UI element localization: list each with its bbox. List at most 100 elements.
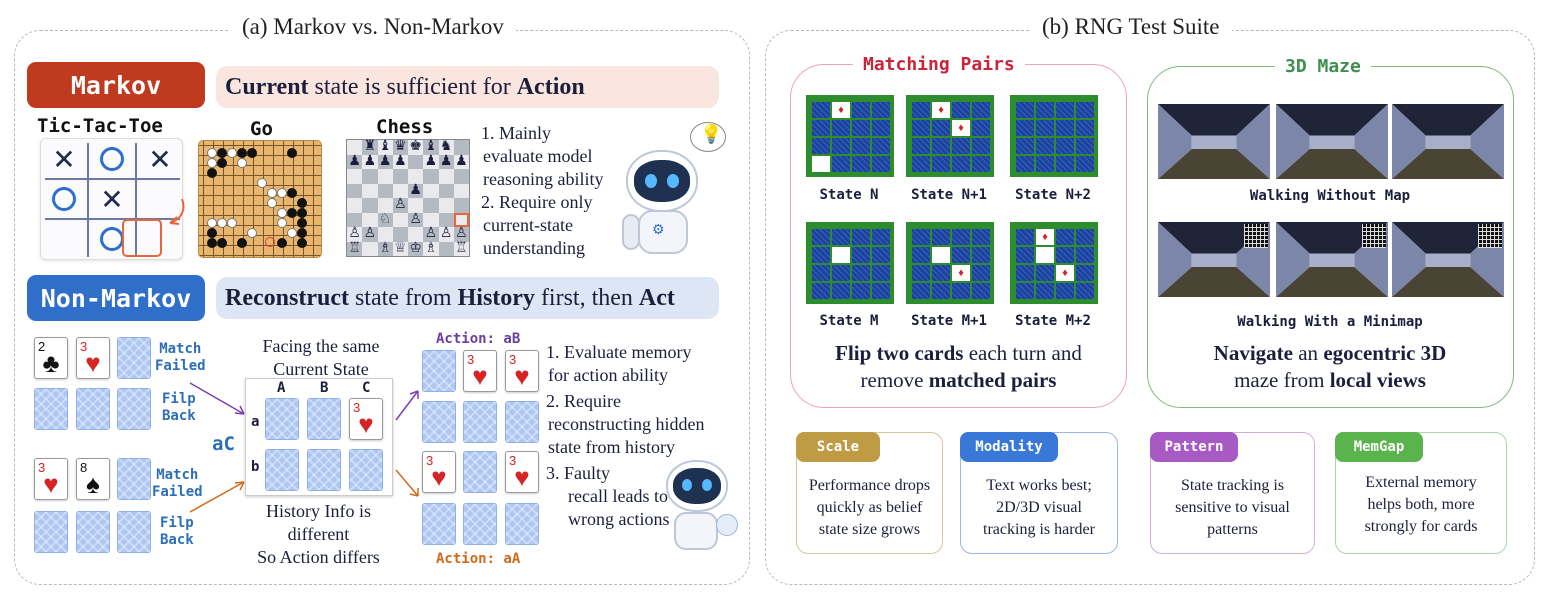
face-down-card xyxy=(852,265,870,281)
face-down-card xyxy=(952,138,970,154)
matching-cap-text: each turn and xyxy=(963,341,1082,365)
feature-tag-memgap: MemGap xyxy=(1335,432,1423,462)
heart-icon: ♥ xyxy=(85,349,101,378)
ttt-arrow-icon xyxy=(169,198,185,225)
maze-cap-bold: egocentric 3D xyxy=(1323,341,1447,365)
face-up-card: ♦ xyxy=(1056,265,1074,281)
black-stone xyxy=(237,238,247,248)
chess-board: ♜♝♛♚♝♞ ♟♟♟♟♟♟♟ ♟ ♙ ♘♙ ♙♙♙♙♙ ♖♗♕♔♗♖ xyxy=(346,139,470,257)
maze-view xyxy=(1392,104,1504,179)
face-down-card xyxy=(1036,283,1054,299)
nm-point-line: reconstructing hidden xyxy=(548,414,705,434)
face-down-card xyxy=(1016,283,1034,299)
card-back xyxy=(34,388,68,430)
face-down-card xyxy=(1076,120,1094,136)
feature-tag-scale: Scale xyxy=(796,432,880,462)
row-label-b: b xyxy=(251,459,260,475)
face-down-card xyxy=(932,283,950,299)
o-mark-icon xyxy=(44,179,84,219)
feature-line: quickly as belief xyxy=(816,499,923,516)
face-down-card xyxy=(812,247,830,263)
card-back xyxy=(463,401,497,443)
face-down-card xyxy=(1076,247,1094,263)
face-down-card xyxy=(872,102,890,118)
card-back xyxy=(34,511,68,553)
ttt-highlight-cell xyxy=(122,219,162,257)
card-back xyxy=(505,503,539,545)
history-line: So Action differs xyxy=(257,547,380,567)
face-down-card xyxy=(812,265,830,281)
card-rank: 3 xyxy=(353,400,361,415)
nm-point-line: wrong actions xyxy=(568,509,670,529)
feature-text-pattern: State tracking is sensitive to visual pa… xyxy=(1150,475,1315,541)
black-stone xyxy=(217,238,227,248)
markov-pill: Markov xyxy=(27,62,205,108)
card-rank: 8 xyxy=(80,460,88,475)
state-label: State M+1 xyxy=(911,313,987,329)
feature-line: External memory xyxy=(1365,474,1477,491)
face-down-card xyxy=(1076,283,1094,299)
markov-banner-bold1: Current xyxy=(225,73,309,100)
face-down-card xyxy=(872,247,890,263)
x-mark-icon: ✕ xyxy=(100,182,124,216)
feature-line: state size grows xyxy=(818,521,921,538)
x-mark-icon: ✕ xyxy=(148,142,172,176)
face-up-card: ♦ xyxy=(952,265,970,281)
black-stone xyxy=(297,238,307,248)
robot-memory-icon xyxy=(660,458,742,554)
face-down-card xyxy=(872,156,890,172)
card-back xyxy=(265,398,299,440)
tic-tac-toe-board: ✕ ✕ ✕ xyxy=(40,138,183,260)
markov-point-line: 1. Mainly xyxy=(481,123,551,143)
face-up-card: ♦ xyxy=(832,102,850,118)
card-back xyxy=(307,449,341,491)
maze-view xyxy=(1158,222,1270,297)
white-stone xyxy=(247,228,257,238)
feature-line: sensitive to visual xyxy=(1175,499,1290,516)
face-down-card xyxy=(812,138,830,154)
face-down-card xyxy=(972,229,990,245)
maze-view xyxy=(1276,104,1388,179)
state-label: State M+2 xyxy=(1015,313,1091,329)
white-stone xyxy=(277,218,287,228)
face-down-card xyxy=(812,283,830,299)
matching-pairs-board: ♦♦ xyxy=(1010,222,1098,304)
face-down-card xyxy=(912,138,930,154)
facing-line: Current State xyxy=(273,359,369,379)
nm-banner-mid1: state from xyxy=(348,284,458,311)
nm-point-line: for action ability xyxy=(548,365,668,385)
black-stone xyxy=(207,168,217,178)
maze-cap-bold: local views xyxy=(1329,368,1426,392)
match-failed-line: Failed xyxy=(152,484,203,500)
feature-line: Performance drops xyxy=(808,477,931,494)
panel-b-title: (b) RNG Test Suite xyxy=(1030,14,1232,40)
nm-point-line: state from history xyxy=(548,437,675,457)
face-down-card xyxy=(832,283,850,299)
face-down-card xyxy=(812,229,830,245)
feature-text-memgap: External memory helps both, more strongl… xyxy=(1335,472,1507,538)
feature-text-scale: Performance drops quickly as belief stat… xyxy=(796,475,943,541)
face-up-card: ♦ xyxy=(932,102,950,118)
face-down-card xyxy=(1036,102,1054,118)
face-down-card xyxy=(972,265,990,281)
face-down-card xyxy=(852,102,870,118)
col-label-b: B xyxy=(320,380,329,396)
col-label-c: C xyxy=(362,380,371,396)
maze-cap-text: maze from xyxy=(1234,368,1330,392)
matching-pairs-board xyxy=(1010,95,1098,177)
heart-icon: ♥ xyxy=(431,463,447,492)
feature-box-memgap xyxy=(1335,432,1507,554)
match-failed-label: Match Failed xyxy=(155,341,206,375)
card-back xyxy=(463,451,497,493)
nm-point-line: 3. Faulty xyxy=(546,463,611,483)
state-label: State M xyxy=(819,313,879,329)
white-stone xyxy=(227,148,237,158)
white-stone xyxy=(207,148,217,158)
removed-card-slot xyxy=(812,156,830,172)
face-down-card xyxy=(852,247,870,263)
card-back xyxy=(265,449,299,491)
face-down-card xyxy=(1056,283,1074,299)
card-back xyxy=(307,398,341,440)
removed-card-slot xyxy=(932,247,950,263)
matching-pairs-title: Matching Pairs xyxy=(853,54,1025,75)
